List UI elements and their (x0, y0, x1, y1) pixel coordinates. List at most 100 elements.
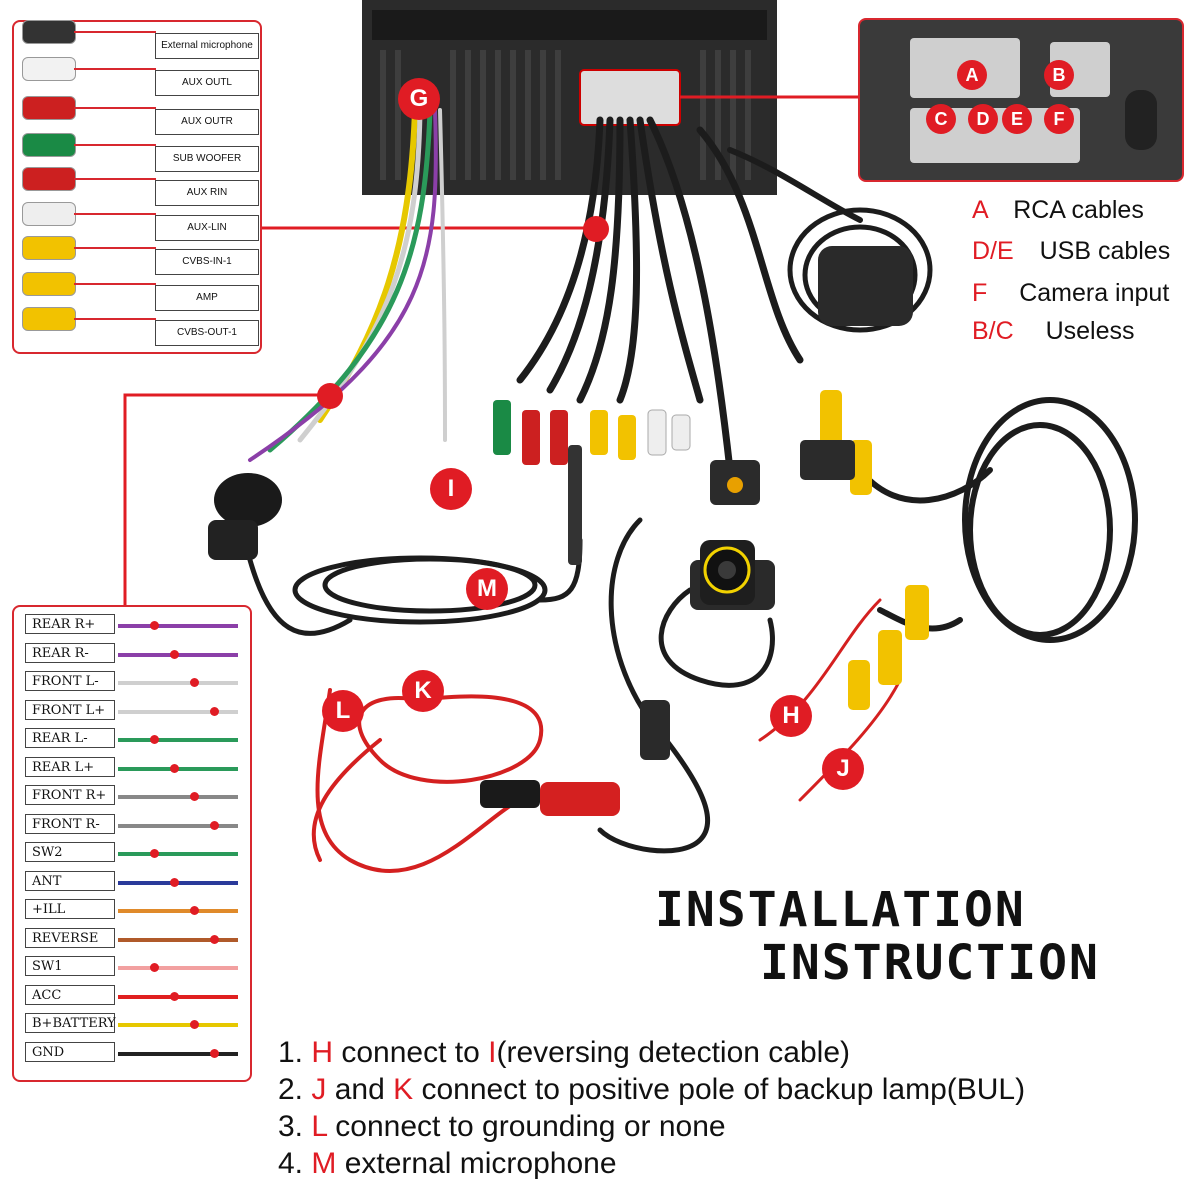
wire-label: SW1 (25, 956, 115, 976)
wire-label: FRONT R+ (25, 785, 115, 805)
power-plug (480, 700, 670, 816)
leader-line (74, 213, 156, 215)
legend-code: D/E (972, 237, 1014, 265)
instruction-code: K (393, 1073, 413, 1106)
wire-lead (118, 624, 238, 628)
title-line-1: INSTALLATION (655, 882, 1026, 938)
instruction-item: 1. H connect to I(reversing detection ca… (278, 1036, 850, 1070)
marker-i: I (430, 468, 472, 510)
instruction-item: 2. J and K connect to positive pole of b… (278, 1073, 1025, 1107)
wire-label: REAR R- (25, 643, 115, 663)
legend-code: A (972, 196, 987, 224)
marker-m: M (466, 568, 508, 610)
leader-line (74, 318, 156, 320)
wire-lead (118, 852, 238, 856)
instruction-item: 3. L connect to grounding or none (278, 1110, 726, 1144)
aux-label: AUX OUTR (155, 109, 259, 135)
wire-dot (150, 963, 159, 972)
aux-label: AUX RIN (155, 180, 259, 206)
wire-lead (118, 938, 238, 942)
connector-letter-badge: A (957, 60, 987, 90)
aux-label: SUB WOOFER (155, 146, 259, 172)
wire-lead (118, 1023, 238, 1027)
wire-lead (118, 1052, 238, 1056)
aux-label: External microphone (155, 33, 259, 59)
instruction-text: connect to grounding or none (327, 1110, 726, 1143)
aux-label: AUX-LIN (155, 215, 259, 241)
aux-label: CVBS-IN-1 (155, 249, 259, 275)
wire-dot (150, 621, 159, 630)
wire-lead (118, 795, 238, 799)
wire-label: ANT (25, 871, 115, 891)
wire-label: SW2 (25, 842, 115, 862)
anchor-dot (317, 383, 343, 409)
legend-row: B/C Useless (972, 317, 1135, 346)
wire-lead (118, 966, 238, 970)
wire-dot (210, 707, 219, 716)
rca-plug-swatch (22, 96, 76, 120)
rca-plug-swatch (22, 236, 76, 260)
wire-lead (118, 909, 238, 913)
legend-text: USB cables (1040, 237, 1171, 265)
rca-plug-swatch (22, 20, 76, 44)
wire-dot (170, 650, 179, 659)
legend-row: F Camera input (972, 279, 1169, 308)
wire-label: ACC (25, 985, 115, 1005)
wire-dot (190, 906, 199, 915)
microphone (208, 473, 282, 560)
instruction-code: H (311, 1036, 333, 1069)
rca-plug-swatch (22, 202, 76, 226)
connector-letter-badge: C (926, 104, 956, 134)
wire-dot (150, 735, 159, 744)
legend-text: Useless (1046, 317, 1135, 345)
wire-dot (170, 764, 179, 773)
leader-line (74, 31, 156, 33)
rca-plug-swatch (22, 272, 76, 296)
legend-code: F (972, 279, 987, 307)
connector-letter-badge: D (968, 104, 998, 134)
wire-label: REAR R+ (25, 614, 115, 634)
instruction-number: 3. (278, 1110, 311, 1143)
instruction-text: connect to (333, 1036, 488, 1069)
wire-label: FRONT L+ (25, 700, 115, 720)
instruction-code: M (311, 1147, 336, 1180)
wire-dot (190, 1020, 199, 1029)
connector-letter-badge: F (1044, 104, 1074, 134)
instruction-code: J (311, 1073, 326, 1106)
wire-label: +ILL (25, 899, 115, 919)
rear-camera (690, 540, 775, 610)
wire-lead (118, 681, 238, 685)
instruction-number: 2. (278, 1073, 311, 1106)
leader-line (74, 178, 156, 180)
connector-letter-badge: B (1044, 60, 1074, 90)
connector-letter-badge: E (1002, 104, 1032, 134)
wire-label: B+BATTERY (25, 1013, 115, 1033)
leader-line (74, 144, 156, 146)
legend-row: A RCA cables (972, 196, 1144, 225)
aux-label: AMP (155, 285, 259, 311)
instruction-text: and (326, 1073, 393, 1106)
title-line-2: INSTRUCTION (760, 935, 1100, 991)
marker-k: K (402, 670, 444, 712)
legend-text: Camera input (1019, 279, 1169, 307)
marker-g: G (398, 78, 440, 120)
instruction-number: 1. (278, 1036, 311, 1069)
wire-dot (150, 849, 159, 858)
leader-line (74, 107, 156, 109)
aux-label: CVBS-OUT-1 (155, 320, 259, 346)
legend-code: B/C (972, 317, 1014, 345)
instruction-code: L (311, 1110, 327, 1143)
aux-label: AUX OUTL (155, 70, 259, 96)
rca-plug-swatch (22, 57, 76, 81)
wire-lead (118, 710, 238, 714)
leader-line (74, 247, 156, 249)
wire-lead (118, 738, 238, 742)
anchor-dot (583, 216, 609, 242)
marker-h: H (770, 695, 812, 737)
wire-label: FRONT R- (25, 814, 115, 834)
instruction-text: external microphone (336, 1147, 616, 1180)
wire-dot (190, 792, 199, 801)
wire-dot (170, 878, 179, 887)
instruction-text: connect to positive pole of backup lamp(… (413, 1073, 1025, 1106)
wire-label: REVERSE (25, 928, 115, 948)
